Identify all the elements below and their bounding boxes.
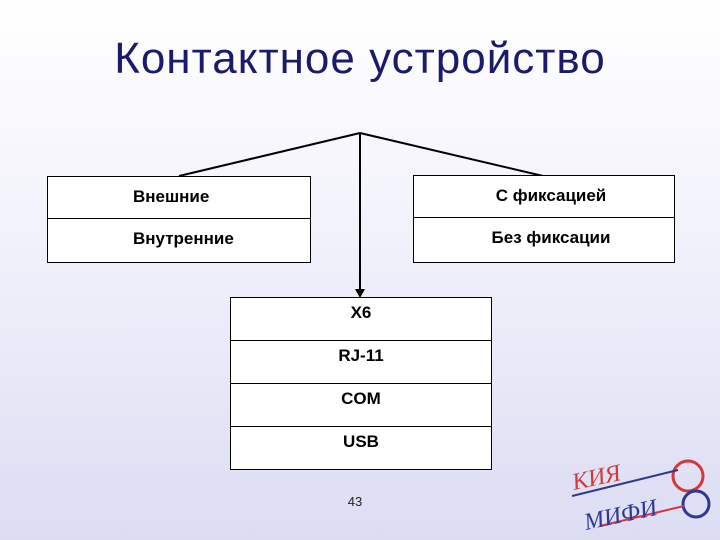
group-center-item: X6 xyxy=(231,298,491,341)
group-center-item: USB xyxy=(343,432,379,451)
group-center-item: RJ-11 xyxy=(231,341,491,384)
group-left: Внешние Внутренние xyxy=(47,176,311,263)
logo-icon: КИЯ МИФИ xyxy=(569,459,711,536)
connector-right xyxy=(359,132,544,177)
group-left-item: Внешние xyxy=(48,177,310,219)
group-right: С фиксацией Без фиксации xyxy=(413,175,675,263)
group-left-item: Внутренние xyxy=(133,229,234,248)
logo-top-text: КИЯ xyxy=(569,460,625,496)
page-title: Контактное устройство xyxy=(114,34,606,83)
group-right-item: С фиксацией xyxy=(414,176,674,218)
connector-left xyxy=(178,132,361,177)
page-number: 43 xyxy=(347,494,363,509)
group-center: X6 RJ-11 COM USB xyxy=(230,297,492,470)
group-right-item: Без фиксации xyxy=(491,228,611,247)
group-center-item: COM xyxy=(231,384,491,427)
arrow-head xyxy=(355,289,365,298)
logo-bottom-text: МИФИ xyxy=(581,495,661,536)
